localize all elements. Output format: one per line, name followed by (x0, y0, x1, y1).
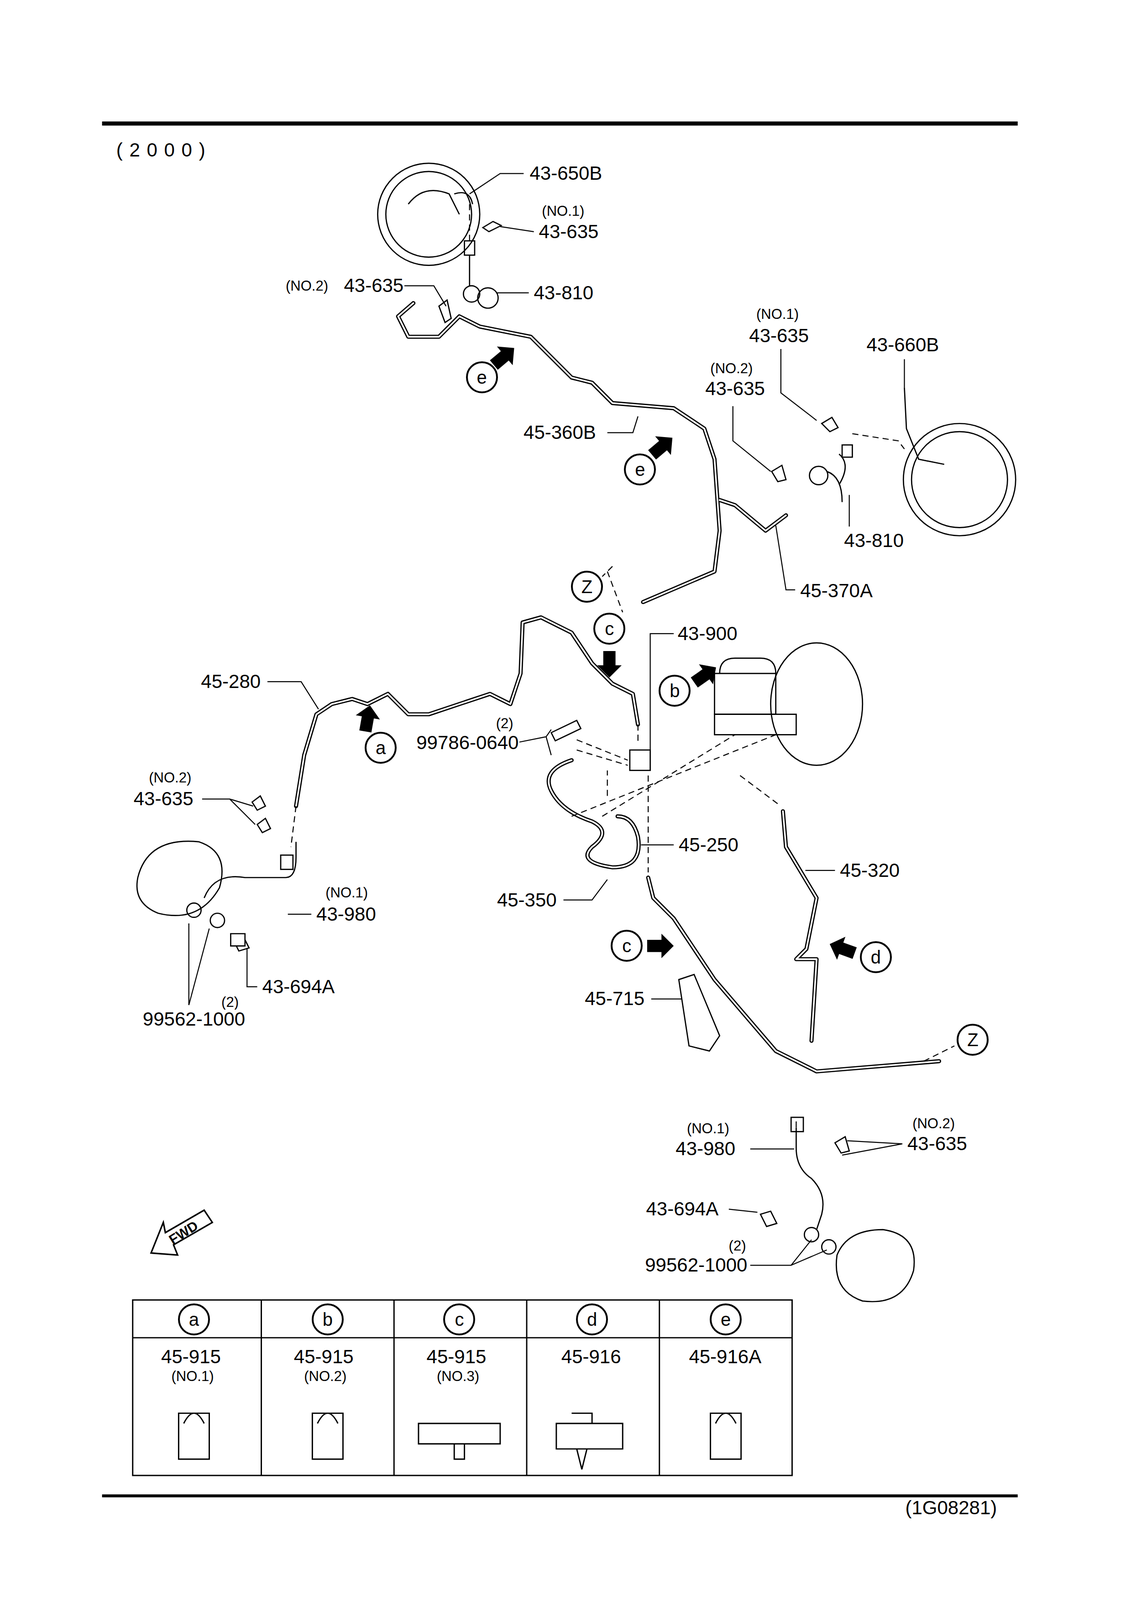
callout-circle: a (178, 1303, 210, 1336)
part-number: (NO.3) (435, 1369, 481, 1384)
part-number: 43-980 (315, 905, 377, 925)
part-number: 99562-1000 (141, 1010, 247, 1030)
part-number: 99562-1000 (644, 1256, 749, 1276)
part-number: (1G08281) (904, 1498, 999, 1519)
callout-circle: b (311, 1303, 344, 1336)
part-number: 45-350 (496, 890, 558, 911)
part-number: (NO.1) (170, 1369, 215, 1384)
part-number: 43-635 (342, 276, 405, 296)
part-number: 45-916A (687, 1347, 763, 1367)
callout-letter: c (454, 1310, 464, 1330)
callout-letter: e (634, 460, 645, 479)
part-number: (2) (220, 995, 240, 1010)
part-number: (NO.2) (284, 278, 330, 294)
part-number: 43-694A (261, 977, 336, 997)
part-number: 45-915 (160, 1347, 222, 1367)
part-number: 45-915 (425, 1347, 488, 1367)
part-number: 43-635 (538, 222, 600, 242)
part-number: 45-360B (522, 423, 597, 443)
callout-circle: Z (956, 1024, 989, 1057)
part-number: (NO.1) (685, 1121, 731, 1137)
part-number: 43-635 (704, 379, 766, 399)
callout-letter: b (322, 1310, 333, 1330)
part-number: 43-635 (748, 326, 810, 346)
part-number: (NO.2) (911, 1116, 956, 1131)
callout-circle: Z (570, 570, 603, 603)
part-number: (NO.1) (540, 204, 586, 219)
callout-circle: b (658, 675, 691, 707)
callout-letter: c (622, 937, 632, 956)
part-number: 43-635 (906, 1134, 969, 1154)
part-number: (NO.2) (709, 361, 754, 376)
callout-letter: a (375, 738, 386, 758)
part-number: 45-916 (560, 1347, 623, 1367)
part-number: 43-900 (676, 624, 739, 644)
part-number: 43-660B (865, 335, 941, 355)
callout-circle: c (610, 930, 643, 963)
callout-circle: c (593, 612, 626, 645)
callout-letter: e (720, 1310, 731, 1330)
part-number: 43-635 (132, 789, 195, 809)
callout-circle: c (443, 1303, 476, 1336)
part-number: 43-980 (674, 1139, 737, 1159)
part-number: (2) (727, 1239, 748, 1254)
part-number: 45-915 (293, 1347, 355, 1367)
callout-circle: e (466, 361, 498, 394)
callout-circle: e (623, 453, 656, 486)
callout-letter: Z (581, 577, 593, 597)
callout-circle: e (709, 1303, 742, 1336)
part-number: 43-694A (644, 1199, 720, 1220)
part-number: 45-370A (799, 581, 874, 601)
callout-circle: d (575, 1303, 608, 1336)
part-number: 45-280 (199, 672, 262, 692)
part-number: (2) (495, 716, 515, 731)
callout-letter: Z (967, 1031, 979, 1050)
part-number: (NO.2) (147, 770, 193, 786)
part-number: 45-715 (583, 989, 646, 1009)
part-number: 45-250 (677, 835, 740, 855)
callout-letter: c (604, 619, 614, 639)
callout-letter: d (586, 1310, 597, 1330)
direction-label: FWD (166, 1218, 202, 1248)
part-number: (2000) (115, 140, 214, 160)
part-number: 43-650B (528, 163, 603, 184)
part-number: (NO.2) (303, 1369, 348, 1384)
part-number: 99786-0640 (415, 733, 520, 753)
part-number: 43-810 (843, 531, 905, 551)
callout-letter: b (669, 681, 680, 701)
part-number: 43-810 (532, 283, 595, 303)
part-number: 45-320 (838, 861, 901, 881)
part-number: (NO.1) (324, 885, 369, 901)
part-number: (NO.1) (755, 307, 800, 322)
callout-letter: a (188, 1310, 199, 1330)
callout-letter: d (870, 948, 881, 967)
callout-circle: a (364, 732, 397, 765)
callout-circle: d (859, 941, 892, 974)
callout-letter: e (476, 368, 487, 387)
